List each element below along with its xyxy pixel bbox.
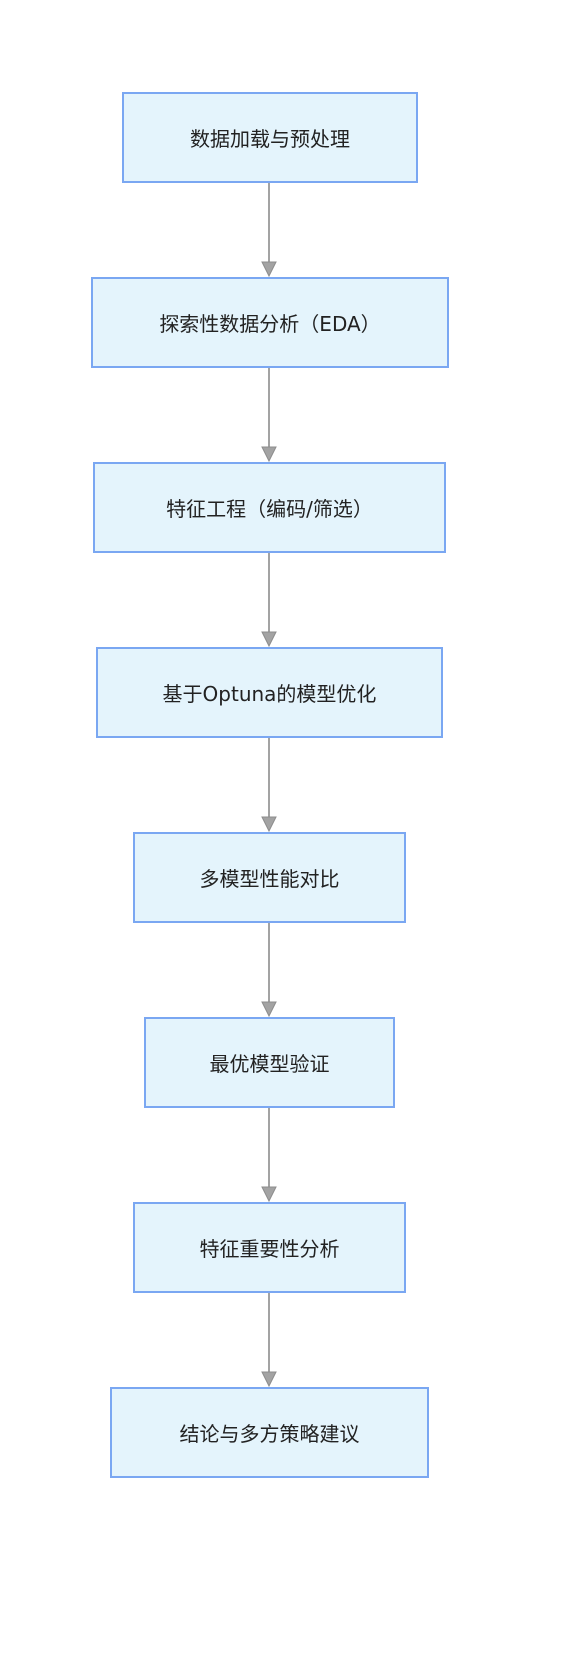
flow-node-label: 基于Optuna的模型优化	[162, 682, 377, 706]
arrowhead-icon	[261, 631, 277, 648]
flow-node-feature-engineering: 特征工程（编码/筛选）	[93, 462, 446, 553]
arrowhead-icon	[261, 261, 277, 278]
arrowhead-icon	[261, 816, 277, 833]
flow-node-feature-importance: 特征重要性分析	[133, 1202, 406, 1293]
flow-node-label: 数据加载与预处理	[190, 127, 350, 151]
flow-node-label: 特征重要性分析	[199, 1237, 340, 1261]
arrowhead-icon	[261, 1001, 277, 1018]
flow-node-optuna-optimization: 基于Optuna的模型优化	[96, 647, 443, 738]
arrowhead-icon	[261, 446, 277, 463]
flow-node-eda: 探索性数据分析（EDA）	[91, 277, 449, 368]
flow-node-best-model-validation: 最优模型验证	[144, 1017, 395, 1108]
flow-node-label: 最优模型验证	[209, 1052, 330, 1076]
flow-node-label: 结论与多方策略建议	[179, 1422, 360, 1446]
flow-node-label: 特征工程（编码/筛选）	[166, 497, 373, 521]
flow-node-label: 探索性数据分析（EDA）	[159, 312, 381, 336]
arrowhead-icon	[261, 1371, 277, 1388]
flow-node-conclusion: 结论与多方策略建议	[110, 1387, 429, 1478]
flow-node-data-loading: 数据加载与预处理	[122, 92, 418, 183]
flow-node-label: 多模型性能对比	[199, 867, 340, 891]
arrowhead-icon	[261, 1186, 277, 1203]
flow-node-model-comparison: 多模型性能对比	[133, 832, 406, 923]
